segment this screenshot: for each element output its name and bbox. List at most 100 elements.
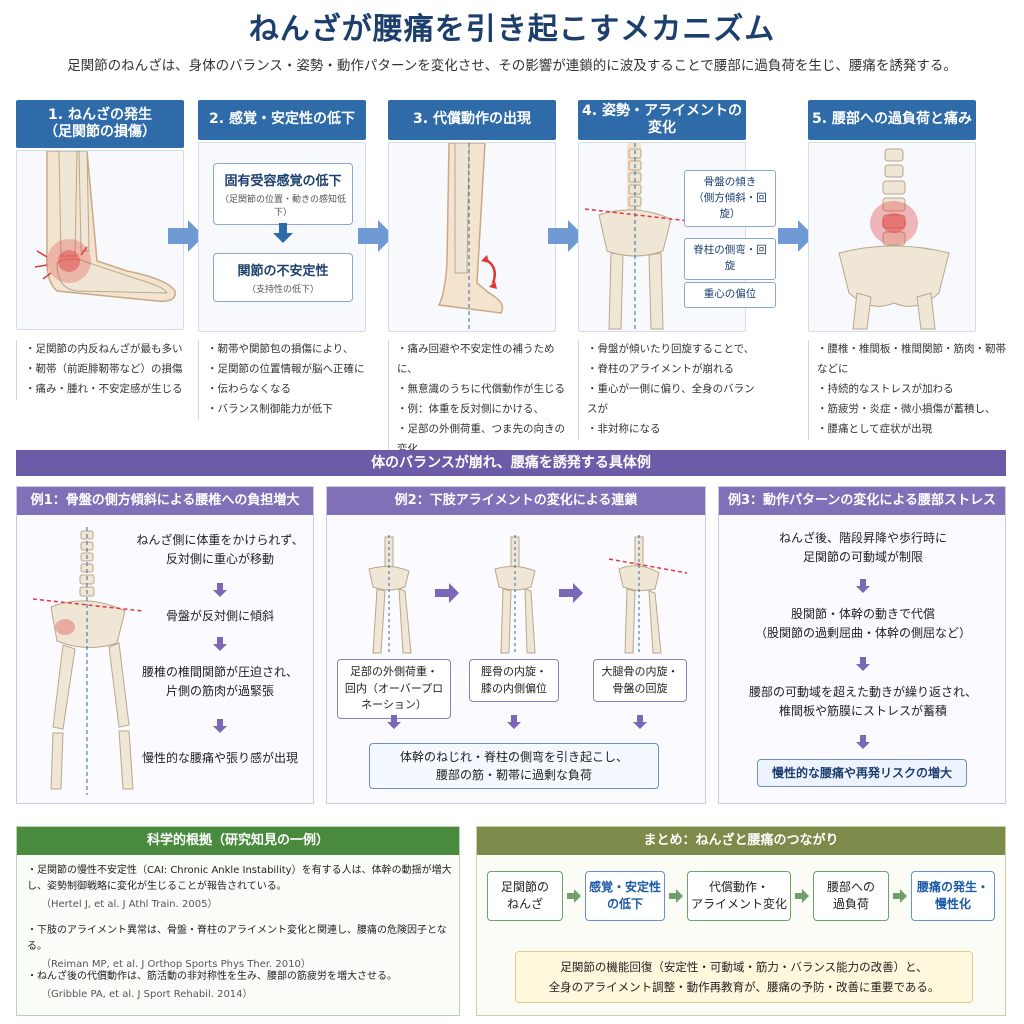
evidence-text: ・下肢のアライメント異常は、骨盤・脊柱のアライメント変化と関連し、腰痛の危険因子… bbox=[27, 925, 447, 952]
instability-box: 関節の不安定性 （支持性の低下） bbox=[213, 253, 353, 302]
example-2-title: 例2：下肢アライメントの変化による連鎖 bbox=[327, 487, 705, 515]
right-arrow-icon bbox=[168, 220, 204, 252]
note-item: 足関節の内反ねんざが最も多い bbox=[25, 340, 194, 360]
box-main: 固有受容感覚の低下 bbox=[224, 174, 342, 189]
step-5: 5. 腰部への過負荷と痛み bbox=[808, 100, 1006, 140]
flow-step: ねんざ側に体重をかけられず、 反対側に重心が移動 bbox=[136, 533, 304, 567]
step-1-illustration bbox=[16, 150, 184, 330]
step-2-panel: 固有受容感覚の低下 （足関節の位置・動きの感知低下） 関節の不安定性 （支持性の… bbox=[198, 142, 366, 332]
step-3-notes: 痛み回避や不安定性の補うために、 無意識のうちに代償動作が生じる 例：体重を反対… bbox=[388, 340, 566, 460]
summary: まとめ：ねんざと腰痛のつながり 足関節の ねんざ 感覚・安定性 の低下 代償動作… bbox=[476, 826, 1006, 1016]
right-arrow-icon bbox=[893, 889, 907, 903]
down-arrow-icon bbox=[213, 719, 227, 733]
flow-step: 慢性的な腰痛や張り感が出現 bbox=[141, 751, 298, 765]
note-text: 持続的なストレスが加わる bbox=[827, 382, 954, 395]
evidence-item: ・足関節の慢性不安定性（CAI: Chronic Ankle Instabili… bbox=[27, 863, 455, 913]
step-3-title: 3. 代償動作の出現 bbox=[388, 100, 556, 140]
evidence-text-body: 足関節の慢性不安定性（CAI: Chronic Ankle Instabilit… bbox=[27, 865, 452, 892]
femur-rotation-box: 大腿骨の内旋・ 骨盤の回旋 bbox=[593, 659, 687, 702]
flow-step: 腰椎の椎間関節が圧迫され、 片側の筋肉が過緊張 bbox=[141, 665, 299, 699]
right-arrow-icon bbox=[548, 220, 584, 252]
center-of-mass-callout: 重心の偏位 bbox=[684, 282, 776, 308]
skeleton-pelvis-tilt-icon bbox=[33, 527, 143, 795]
example-3: 例3：動作パターンの変化による腰部ストレス ねんざ後、階段昇降や歩行時に 足関節… bbox=[718, 486, 1006, 804]
flow-step: 腰部の可動域を超えた動きが繰り返され、 椎間板や筋膜にストレスが蓄積 bbox=[748, 685, 978, 719]
summary-title: まとめ：ねんざと腰痛のつながり bbox=[477, 827, 1005, 855]
page-subtitle: 足関節のねんざは、身体のバランス・姿勢・動作パターンを変化させ、その影響が連鎖的… bbox=[67, 58, 957, 74]
evidence-item: ・下肢のアライメント異常は、骨盤・脊柱のアライメント変化と関連し、腰痛の危険因子… bbox=[27, 923, 455, 973]
lumbar-pain-icon bbox=[838, 148, 950, 330]
note-item: バランス制御能力が低下 bbox=[207, 400, 376, 420]
evidence-item: ・ねんざ後の代償動作は、筋活動の非対称性を生み、腰部の筋疲労を増大させる。 （G… bbox=[27, 969, 455, 1003]
example-2: 例2：下肢アライメントの変化による連鎖 足部の外側荷重・ 回内（オーバープロネー… bbox=[326, 486, 706, 804]
down-arrow-icon bbox=[273, 223, 293, 243]
down-arrow-icon bbox=[507, 715, 521, 729]
box-main: 関節の不安定性 bbox=[237, 264, 329, 279]
note-text: 無意識のうちに代償動作が生じる bbox=[407, 382, 566, 395]
note-item: 靭帯や関節包の損傷により、 bbox=[207, 340, 376, 360]
note-item: 筋疲労・炎症・微小損傷が蓄積し、 bbox=[817, 400, 1014, 420]
note-text: 伝わらなくなる bbox=[217, 382, 292, 395]
proprioception-box: 固有受容感覚の低下 （足関節の位置・動きの感知低下） bbox=[213, 163, 353, 225]
trunk-torsion-box: 体幹のねじれ・脊柱の側弯を引き起こし、 腰部の筋・靭帯に過剰な負荷 bbox=[369, 743, 659, 789]
step-4-illustration bbox=[578, 142, 746, 332]
down-arrow-icon bbox=[387, 715, 401, 729]
chain-back-pain: 腰痛の発生・ 慢性化 bbox=[911, 871, 995, 921]
down-arrow-icon bbox=[856, 735, 870, 749]
right-arrow-icon bbox=[669, 889, 683, 903]
summary-note: 足関節の機能回復（安定性・可動域・筋力・バランス能力の改善）と、 全身のアライメ… bbox=[515, 951, 973, 1003]
step-5-notes: 腰椎・椎間板・椎間関節・筋肉・靭帯などに 持続的なストレスが加わる 筋疲労・炎症… bbox=[808, 340, 1014, 440]
step-3: 3. 代償動作の出現 bbox=[388, 100, 556, 140]
evidence-ref: （Gribble PA, et al. J Sport Rehabil. 201… bbox=[41, 989, 253, 1000]
flow-step: 骨盤が反対側に傾斜 bbox=[165, 609, 274, 623]
right-arrow-icon bbox=[567, 889, 581, 903]
step-2-notes: 靭帯や関節包の損傷により、 足関節の位置情報が脳へ正確に 伝わらなくなる バラン… bbox=[198, 340, 376, 420]
evidence-text-body: ねんざ後の代償動作は、筋活動の非対称性を生み、腰部の筋疲労を増大させる。 bbox=[37, 971, 397, 982]
step-4-notes: 骨盤が傾いたり回旋することで、 脊柱のアライメントが崩れる 重心が一側に偏り、全… bbox=[578, 340, 756, 440]
right-arrow-icon bbox=[778, 220, 814, 252]
example-3-title: 例3：動作パターンの変化による腰部ストレス bbox=[719, 487, 1005, 515]
note-item: 脊柱のアライメントが崩れる bbox=[587, 360, 756, 380]
chronic-risk-box: 慢性的な腰痛や再発リスクの増大 bbox=[757, 759, 967, 787]
chain-sensory-decline: 感覚・安定性 の低下 bbox=[585, 871, 665, 921]
evidence-text: ・ねんざ後の代償動作は、筋活動の非対称性を生み、腰部の筋疲労を増大させる。 bbox=[27, 971, 397, 982]
pelvis-tilt-callout: 骨盤の傾き （側方傾斜・回旋） bbox=[684, 170, 776, 228]
right-arrow-icon bbox=[795, 889, 809, 903]
lower-limb-chain-icon bbox=[368, 535, 688, 654]
down-arrow-icon bbox=[633, 715, 647, 729]
step-1-notes: 足関節の内反ねんざが最も多い 靭帯（前距腓靭帯など）の損傷 痛み・腫れ・不安定感… bbox=[16, 340, 194, 400]
scientific-evidence: 科学的根拠（研究知見の一例） ・足関節の慢性不安定性（CAI: Chronic … bbox=[16, 826, 460, 1016]
down-arrow-icon bbox=[856, 657, 870, 671]
note-item: 伝わらなくなる bbox=[207, 380, 376, 400]
note-item: 重心が一側に偏り、全身のバランスが bbox=[587, 380, 756, 420]
tibia-rotation-box: 脛骨の内旋・ 膝の内側偏位 bbox=[469, 659, 559, 702]
chain-lumbar-overload: 腰部への 過負荷 bbox=[813, 871, 889, 921]
evidence-text: ・足関節の慢性不安定性（CAI: Chronic Ankle Instabili… bbox=[27, 865, 452, 892]
spine-scoliosis-callout: 脊柱の側弯・回旋 bbox=[684, 238, 776, 280]
step-4-title: 4. 姿勢・アライメントの変化 bbox=[578, 100, 746, 140]
flow-step: 股関節・体幹の動きで代償 （股関節の過剰屈曲・体幹の側屈など） bbox=[754, 607, 971, 641]
pelvis-tilt-icon bbox=[584, 143, 690, 330]
chain-compensation: 代償動作・ アライメント変化 bbox=[687, 871, 791, 921]
note-text: 腰痛として症状が出現 bbox=[827, 422, 933, 435]
step-5-title: 5. 腰部への過負荷と痛み bbox=[808, 100, 976, 140]
note-text: 非対称になる bbox=[597, 422, 661, 435]
step-2-title: 2. 感覚・安定性の低下 bbox=[198, 100, 366, 140]
ankle-sprain-icon bbox=[34, 151, 176, 303]
note-item: 足関節の位置情報が脳へ正確に bbox=[207, 360, 376, 380]
examples-banner: 体のバランスが崩れ、腰痛を誘発する具体例 bbox=[16, 450, 1006, 476]
step-3-illustration bbox=[388, 142, 556, 332]
box-sub: （支持性の低下） bbox=[246, 285, 319, 295]
note-item: 持続的なストレスが加わる bbox=[817, 380, 1014, 400]
evidence-ref: （Reiman MP, et al. J Orthop Sports Phys … bbox=[41, 959, 311, 970]
evidence-text-body: 下肢のアライメント異常は、骨盤・脊柱のアライメント変化と関連し、腰痛の危険因子と… bbox=[27, 925, 447, 952]
note-item: 例：体重を反対側にかける、 bbox=[397, 400, 566, 420]
step-4: 4. 姿勢・アライメントの変化 bbox=[578, 100, 746, 140]
example-1: 例1：骨盤の側方傾斜による腰椎への負担増大 ねんざ側に体重をかけられず、 反対側… bbox=[16, 486, 314, 804]
note-item: 腰痛として症状が出現 bbox=[817, 420, 1014, 440]
flow-step: ねんざ後、階段昇降や歩行時に 足関節の可動域が制限 bbox=[778, 531, 947, 565]
right-arrow-icon bbox=[358, 220, 394, 252]
down-arrow-icon bbox=[213, 637, 227, 651]
note-text: 足関節の位置情報が脳へ正確に bbox=[217, 362, 365, 375]
note-text: 脊柱のアライメントが崩れる bbox=[597, 362, 735, 375]
